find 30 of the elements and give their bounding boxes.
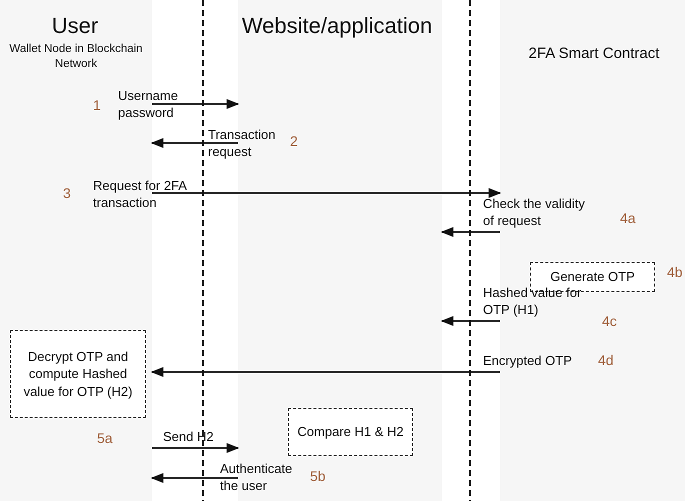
callout-number: 2 bbox=[290, 133, 298, 149]
message-arrow bbox=[150, 366, 500, 378]
edge-label: Send H2 bbox=[163, 429, 215, 446]
process-box: Decrypt OTP and compute Hashed value for OTP (H2) bbox=[10, 330, 146, 418]
callout-number: 4a bbox=[620, 210, 636, 226]
callout-number: 4d bbox=[598, 352, 614, 368]
edge-label: Authenticate the user bbox=[220, 461, 294, 495]
participant-title: User bbox=[50, 12, 100, 40]
callout-number: 4b bbox=[667, 264, 683, 280]
callout-number: 3 bbox=[63, 185, 71, 201]
message-arrow bbox=[440, 226, 500, 238]
edge-label: Request for 2FA transaction bbox=[93, 178, 188, 212]
process-box: Compare H1 & H2 bbox=[288, 408, 413, 456]
message-arrow bbox=[150, 472, 238, 484]
message-arrow bbox=[152, 442, 240, 454]
edge-label: Transaction request bbox=[208, 127, 276, 161]
callout-number: 1 bbox=[93, 97, 101, 113]
participant-subtitle: Wallet Node in Blockchain Network bbox=[8, 42, 144, 72]
edge-label: Encrypted OTP bbox=[483, 353, 573, 370]
edge-label: Check the validity of request bbox=[483, 196, 586, 230]
message-arrow bbox=[152, 188, 502, 198]
edge-label: Username password bbox=[118, 88, 179, 122]
message-arrow bbox=[150, 138, 238, 148]
callout-number: 5a bbox=[97, 430, 113, 446]
message-arrow bbox=[440, 316, 500, 326]
callout-number: 4c bbox=[602, 313, 617, 329]
participant-title: Website/application bbox=[240, 12, 434, 40]
message-arrow bbox=[152, 98, 240, 110]
participant-title: 2FA Smart Contract bbox=[528, 44, 660, 64]
callout-number: 5b bbox=[310, 468, 326, 484]
